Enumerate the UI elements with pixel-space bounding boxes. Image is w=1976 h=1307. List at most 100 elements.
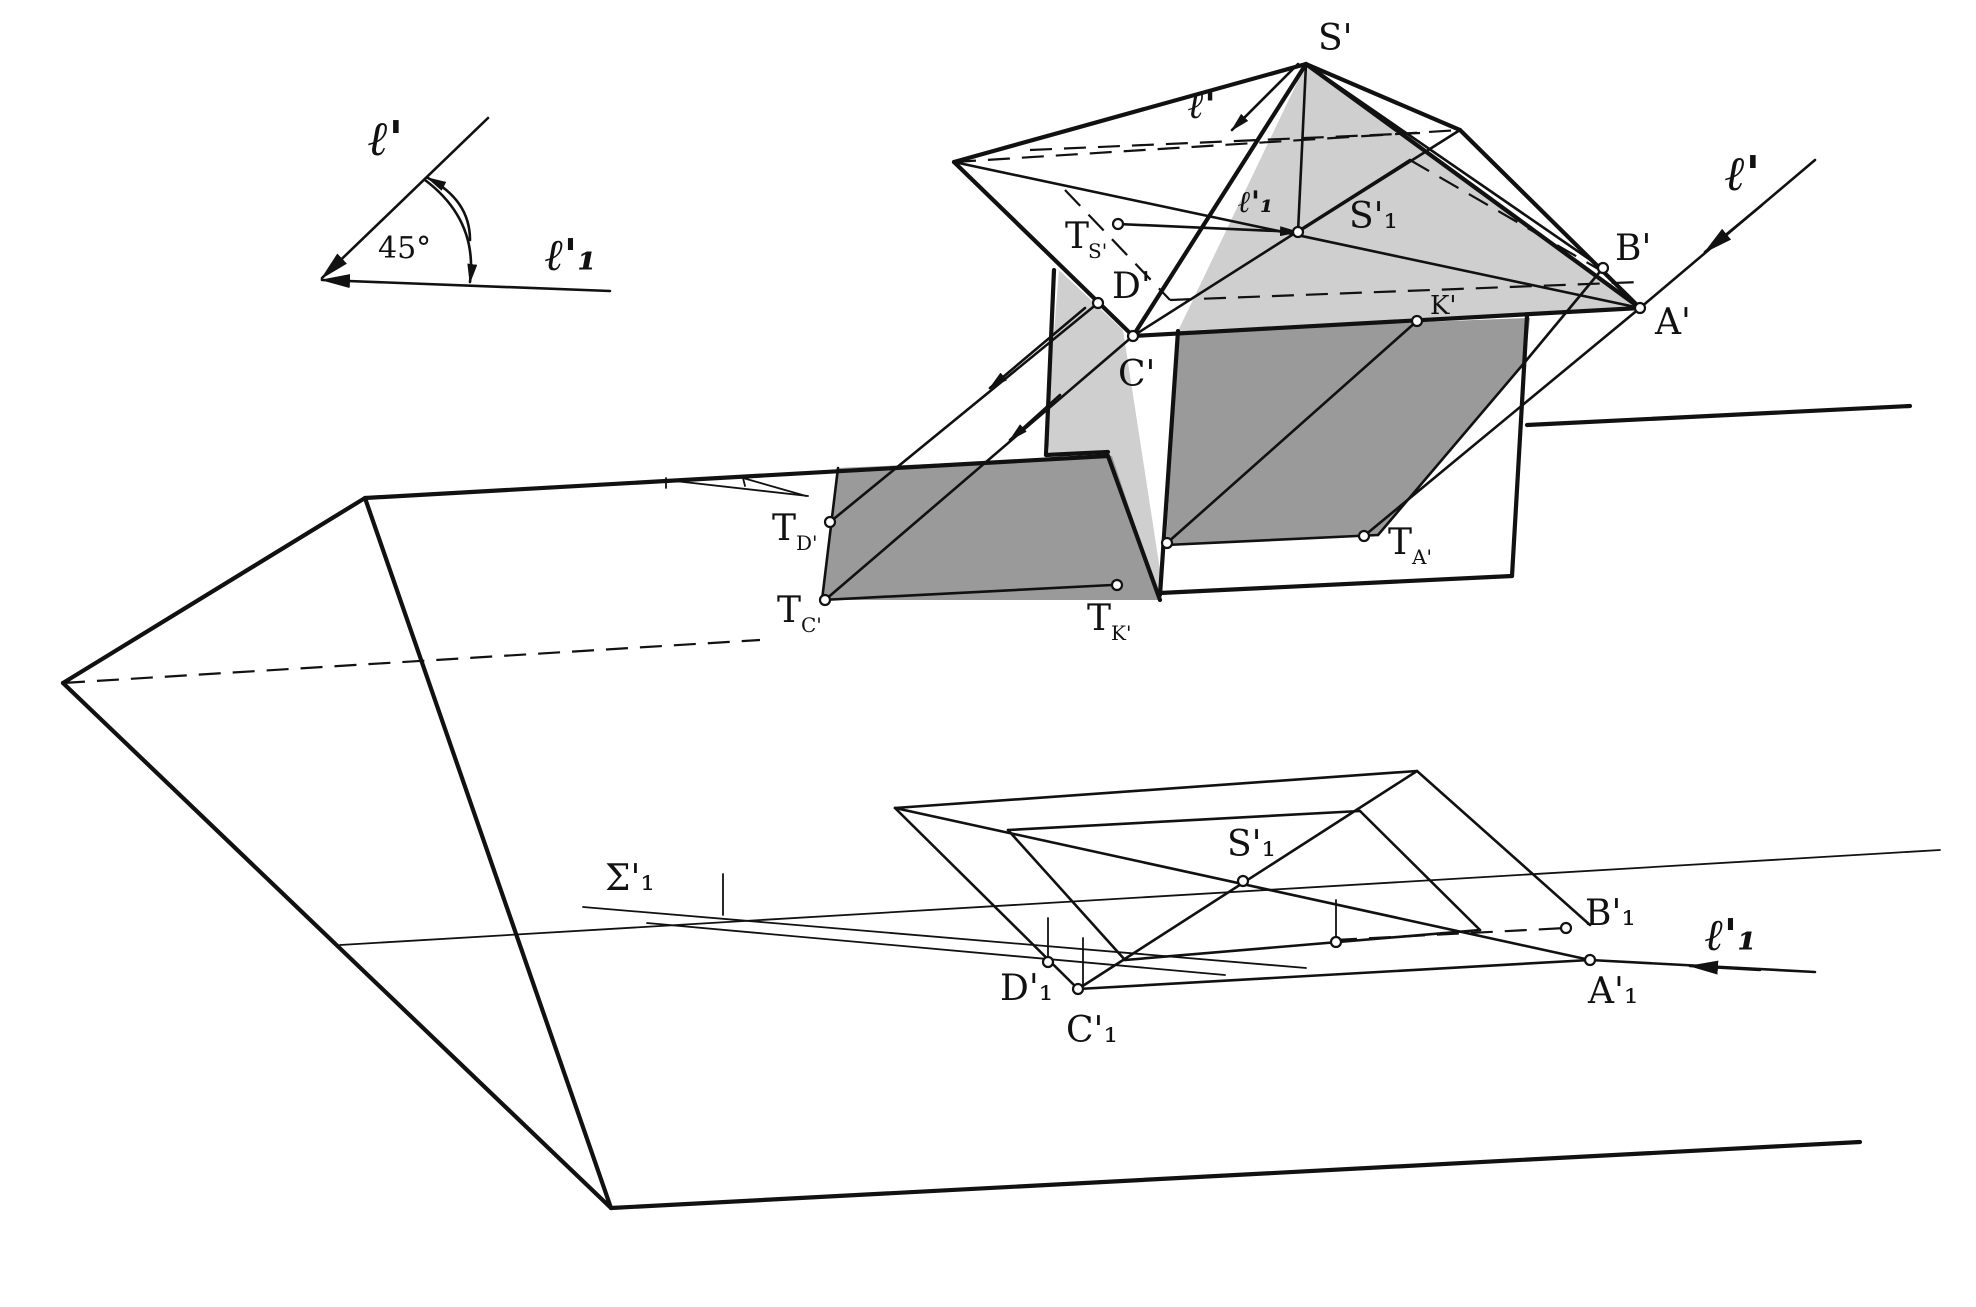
legend-angle-arc bbox=[423, 178, 478, 284]
pyramid-base-B-A bbox=[1457, 127, 1643, 311]
point-A bbox=[1633, 301, 1647, 315]
plan-inner-top bbox=[1006, 809, 1362, 832]
point-K bbox=[1410, 314, 1424, 328]
box-notch-left bbox=[1105, 453, 1163, 603]
label-TS-sub: S' bbox=[1088, 239, 1107, 263]
legend-label-l1: ℓ'₁ bbox=[545, 230, 597, 281]
incoming-l1-arrow bbox=[1688, 960, 1762, 975]
pyramid-edge-SA bbox=[1303, 61, 1643, 311]
label-B: B' bbox=[1615, 228, 1651, 269]
pyramid-inner-1 bbox=[1296, 62, 1308, 234]
prism-right-top-edge bbox=[1524, 403, 1913, 428]
label-A1: A'₁ bbox=[1587, 971, 1638, 1012]
shadow-regions bbox=[822, 64, 1640, 600]
point-plan-mid bbox=[1329, 935, 1343, 949]
prism-bottom-edge bbox=[608, 1139, 1863, 1211]
shadow-edge-bottom bbox=[820, 583, 1114, 602]
label-TD-sub: D' bbox=[796, 531, 818, 555]
label-D: D' bbox=[1112, 266, 1151, 307]
pyramid-hidden-left bbox=[1064, 189, 1171, 301]
legend-ray-l1 bbox=[320, 274, 612, 293]
ground-horizon-line bbox=[339, 849, 1941, 946]
labels: S' S'₁ T S' D' C' K' B' A' T D' T C' T K… bbox=[368, 18, 1760, 1051]
label-K: K' bbox=[1430, 291, 1457, 321]
label-TC-sub: C' bbox=[801, 613, 822, 637]
point-TK bbox=[1110, 578, 1124, 592]
pyramid-inner-4 bbox=[1296, 128, 1462, 234]
pyramid-edge-SL bbox=[951, 61, 1309, 165]
legend-ray-l bbox=[320, 116, 490, 280]
label-S: S' bbox=[1318, 18, 1353, 59]
point-TC bbox=[818, 593, 832, 607]
label-TA-sub: A' bbox=[1411, 545, 1432, 569]
label-TD: T bbox=[772, 508, 796, 549]
ray-K-TK bbox=[1165, 319, 1419, 545]
construction-line-TD bbox=[665, 479, 809, 497]
shadow-ray-TS-S1 bbox=[1116, 222, 1300, 237]
point-B bbox=[1596, 261, 1610, 275]
point-C bbox=[1126, 329, 1140, 343]
ray-A-TA bbox=[1362, 306, 1642, 538]
ray-C-TC bbox=[823, 334, 1135, 602]
label-S1-top: S'₁ bbox=[1349, 196, 1398, 237]
construction-tick-1 bbox=[742, 477, 746, 487]
shadow-edge-right-bottom bbox=[1164, 533, 1380, 547]
wall-shadow-right bbox=[1166, 318, 1530, 545]
ground-shadow-left bbox=[822, 456, 1160, 600]
pyramid-face-light bbox=[1178, 64, 1640, 331]
light-direction-legend bbox=[320, 116, 612, 293]
pyramid-inner-2 bbox=[1304, 62, 1607, 272]
pyramid-hidden-mid bbox=[1029, 131, 1421, 152]
legend-label-l: ℓ' bbox=[368, 111, 403, 167]
label-TS: T bbox=[1065, 216, 1089, 257]
prism-left-lower-edge bbox=[60, 680, 614, 1211]
pyramid-hidden-base bbox=[1169, 280, 1641, 302]
light-rays bbox=[665, 158, 1817, 602]
point-TA bbox=[1357, 529, 1371, 543]
plan-base-line bbox=[1076, 958, 1592, 991]
shadow-edge-diag bbox=[1376, 360, 1527, 537]
points bbox=[818, 217, 1647, 996]
shadow-edge-left bbox=[820, 466, 840, 602]
box-top-front-edge bbox=[1130, 305, 1643, 339]
label-l1-pyramid: ℓ'₁ bbox=[1238, 185, 1273, 220]
pyramid-edge-SB bbox=[1303, 61, 1463, 133]
box-notch-top bbox=[1043, 449, 1111, 458]
light-ray-on-pyramid bbox=[1230, 62, 1300, 132]
legend-angle: 45° bbox=[378, 231, 431, 266]
label-D1: D'₁ bbox=[1000, 968, 1053, 1009]
label-Sigma: Σ'₁ bbox=[605, 858, 655, 899]
point-A1 bbox=[1583, 953, 1597, 967]
box-bottom-edge bbox=[1157, 573, 1515, 596]
point-wall bbox=[1160, 536, 1174, 550]
point-D1 bbox=[1041, 955, 1055, 969]
point-TD bbox=[823, 515, 837, 529]
label-A: A' bbox=[1654, 302, 1691, 343]
point-TS bbox=[1111, 217, 1125, 231]
construction-slant bbox=[742, 477, 807, 497]
prism-hidden-edge bbox=[62, 638, 761, 685]
ray-arrow-left bbox=[988, 306, 1087, 390]
ray-B-wall bbox=[1523, 266, 1605, 364]
label-S1-plan: S'₁ bbox=[1227, 824, 1276, 865]
legend-angle-arc-top bbox=[426, 176, 472, 242]
label-l-pyramid: ℓ' bbox=[1188, 82, 1216, 127]
label-TA: T bbox=[1388, 522, 1412, 563]
building-box bbox=[820, 267, 1643, 603]
label-TK-sub: K' bbox=[1111, 621, 1131, 645]
label-TK: T bbox=[1087, 598, 1111, 639]
label-C1: C'₁ bbox=[1066, 1010, 1118, 1051]
prism-left-upper-edge bbox=[60, 495, 368, 686]
label-B1: B'₁ bbox=[1585, 893, 1636, 934]
sigma-trace bbox=[582, 906, 1307, 969]
incoming-ray-arrow bbox=[1703, 203, 1764, 254]
plan-projection bbox=[582, 769, 1817, 991]
point-B1 bbox=[1559, 921, 1573, 935]
plan-mid bbox=[1123, 928, 1482, 962]
label-l1-right: ℓ'₁ bbox=[1705, 910, 1757, 961]
prism-front-vertical-edge bbox=[362, 495, 614, 1211]
ray-D-TD bbox=[828, 301, 1100, 524]
pyramid-base-L-C bbox=[951, 159, 1136, 339]
